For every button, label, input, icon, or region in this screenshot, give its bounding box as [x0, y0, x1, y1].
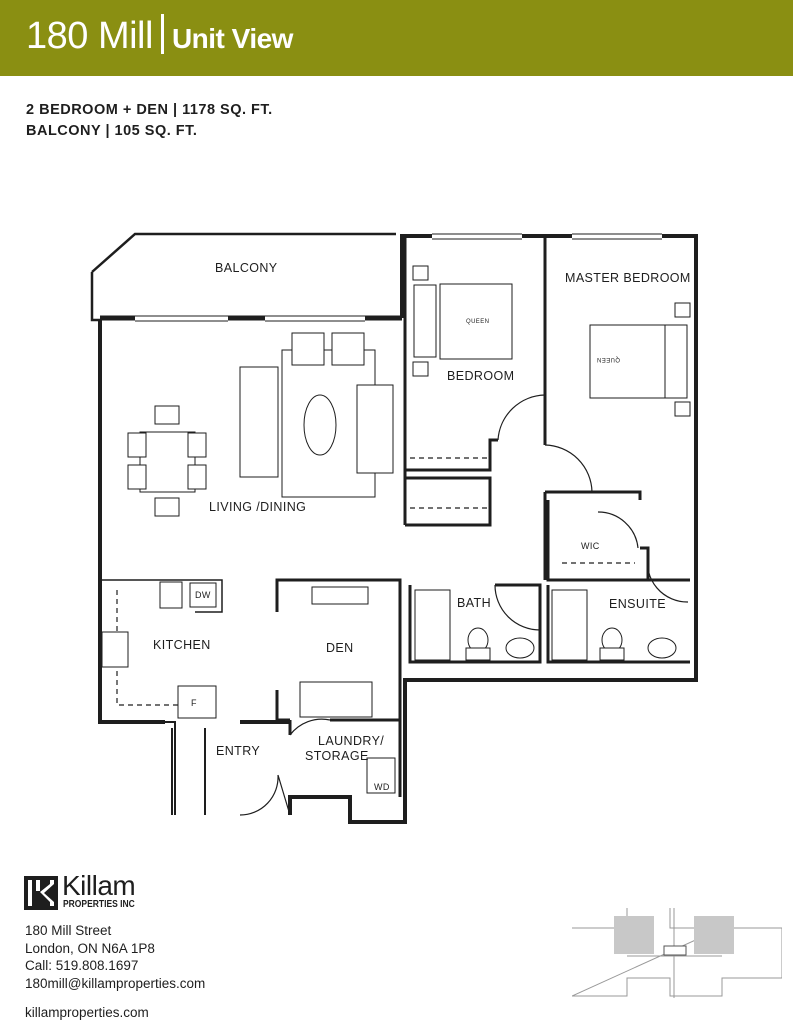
unit-size: 2 BEDROOM + DEN | 1178 SQ. FT.: [26, 102, 273, 118]
contact-info: 180 Mill Street London, ON N6A 1P8 Call:…: [25, 922, 205, 992]
street-address: 180 Mill Street: [25, 923, 112, 938]
building-name: 180 Mill: [26, 15, 153, 57]
balcony-size: BALCONY | 105 SQ. FT.: [26, 123, 198, 139]
page-subtitle: Unit View: [171, 23, 294, 54]
room-label-wic: WIC: [581, 541, 600, 551]
room-label-bedroom: BEDROOM: [447, 369, 514, 383]
room-label-living-dining: LIVING /DINING: [209, 500, 306, 514]
room-label-storage: STORAGE: [305, 749, 369, 763]
title-divider: [160, 14, 164, 54]
room-label-master-bedroom: MASTER BEDROOM: [565, 271, 691, 285]
room-label-kitchen: KITCHEN: [153, 638, 211, 652]
walls: [90, 232, 698, 824]
phone-number[interactable]: Call: 519.808.1697: [25, 958, 139, 973]
master-bed-size-label: QUEEN: [597, 356, 620, 362]
logo-name: Killam: [62, 870, 136, 901]
fridge-label: F: [191, 698, 197, 708]
email-link[interactable]: 180mill@killamproperties.com: [25, 975, 206, 991]
furniture: [101, 265, 691, 794]
logo-subtitle: PROPERTIES INC: [63, 899, 135, 910]
room-label-balcony: BALCONY: [215, 261, 278, 275]
unit-specs: 2 BEDROOM + DEN | 1178 SQ. FT. BALCONY |…: [26, 100, 273, 142]
header-banner: 180 Mill Unit View: [0, 0, 793, 76]
washer-dryer-label: WD: [374, 782, 390, 792]
killam-logo-mark: [24, 876, 58, 910]
room-label-ensuite: ENSUITE: [609, 597, 666, 611]
city-address: London, ON N6A 1P8: [25, 940, 155, 956]
dishwasher-label: DW: [195, 590, 211, 600]
room-label-den: DEN: [326, 641, 354, 655]
room-label-bath: BATH: [457, 596, 491, 610]
bed-size-label: QUEEN: [466, 319, 489, 325]
room-label-laundry: LAUNDRY/: [318, 734, 384, 748]
page-title: 180 Mill Unit View: [26, 14, 293, 58]
room-label-entry: ENTRY: [216, 744, 260, 758]
room-labels: BALCONY MASTER BEDROOM BEDROOM LIVING /D…: [153, 261, 691, 792]
website-link[interactable]: killamproperties.com: [25, 1005, 149, 1020]
building-key-plan: [572, 908, 782, 998]
